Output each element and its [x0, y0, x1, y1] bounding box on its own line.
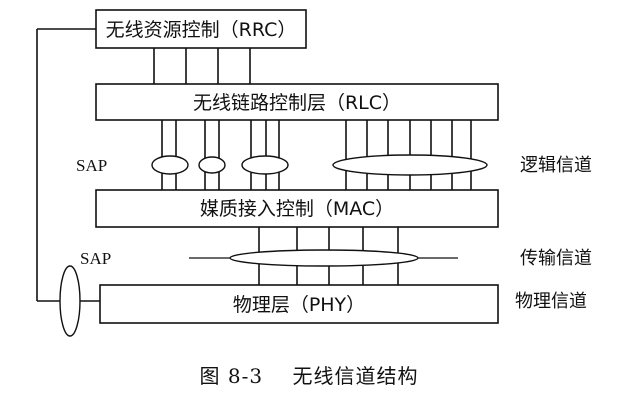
rrc-phy-control-path: [36, 28, 100, 337]
rlc-mac-connectors: [161, 120, 472, 190]
physical-channel-label: 物理信道: [515, 291, 587, 312]
mac-label: 媒质接入控制（MAC）: [200, 198, 394, 220]
transport-channel-label: 传输信道: [520, 248, 592, 269]
mac-box: [95, 189, 499, 228]
logical-sap-ellipses: [151, 154, 488, 176]
phy-box: [99, 284, 499, 324]
phy-label: 物理层（PHY）: [233, 294, 365, 316]
logical-channel-label: 逻辑信道: [520, 155, 592, 176]
sap-ellipse: [151, 155, 189, 175]
figure-caption: 图 8-3 无线信道结构: [199, 364, 419, 388]
sap-ellipse: [198, 156, 226, 174]
transport-sap-ellipse: [189, 249, 458, 267]
sap-ellipse: [332, 154, 488, 176]
rrc-rlc-connectors: [153, 48, 251, 84]
rlc-label: 无线链路控制层（RLC）: [193, 92, 401, 114]
upper-sap-label: SAP: [76, 156, 107, 175]
sap-ellipse: [241, 155, 289, 175]
lower-sap-label: SAP: [80, 249, 111, 268]
rrc-label: 无线资源控制（RRC）: [106, 19, 297, 41]
rlc-box: [95, 83, 499, 121]
